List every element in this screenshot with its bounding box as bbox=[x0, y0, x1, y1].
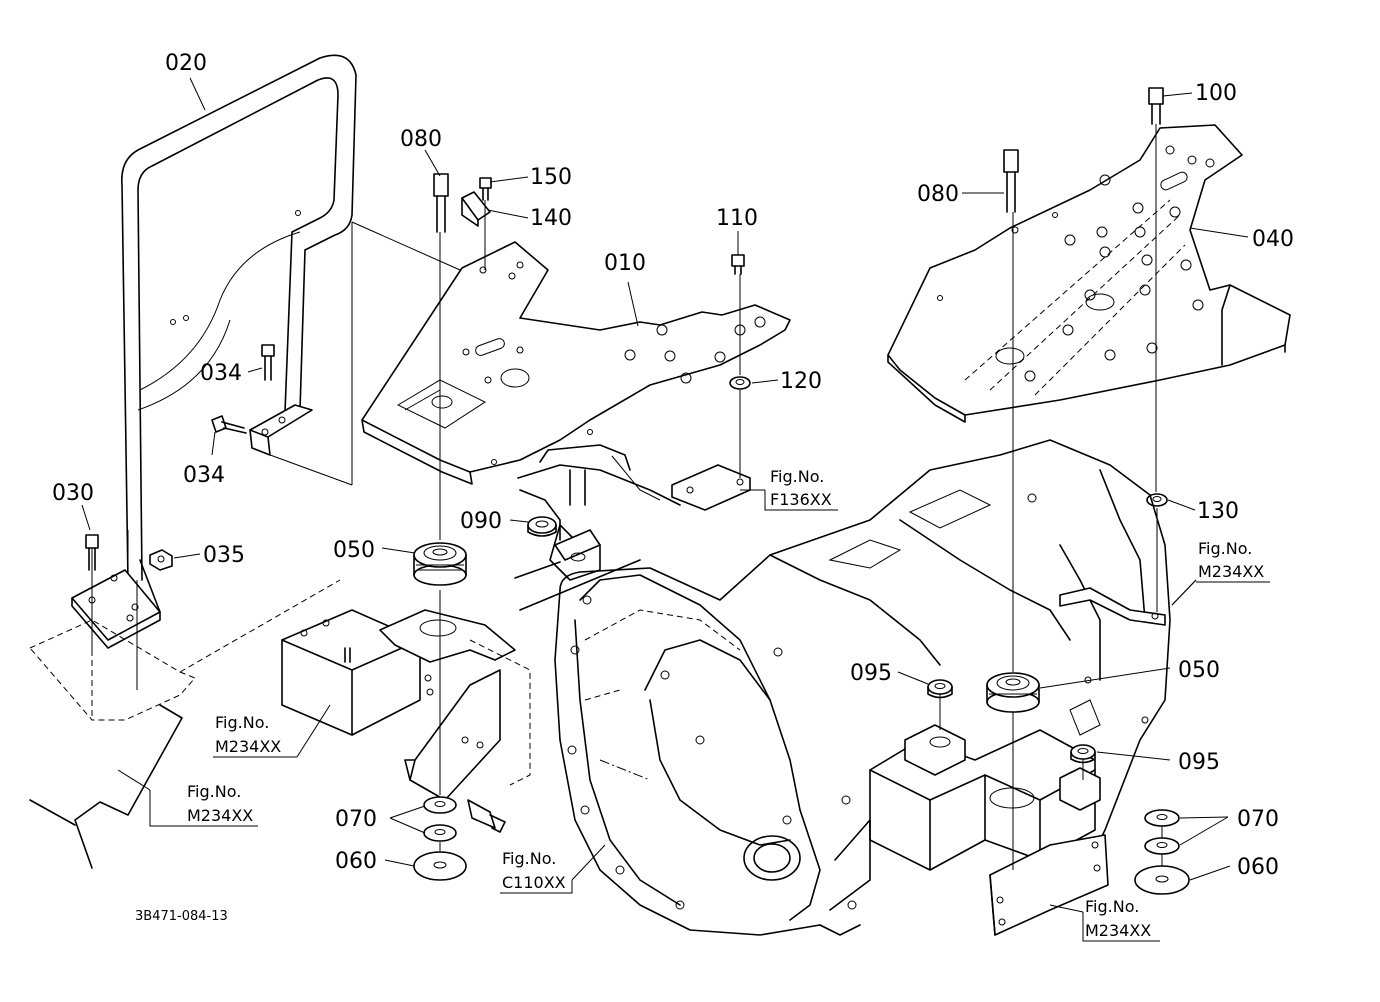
figure-references: Fig.No. F136XX Fig.No. M234XX Fig.No. M2… bbox=[149, 467, 1270, 942]
figref-m234-bottom-line1: Fig.No. bbox=[1085, 897, 1139, 916]
rops-base-plate bbox=[71, 559, 161, 649]
transmission-housing bbox=[554, 439, 1171, 936]
floor-plate-010 bbox=[361, 241, 791, 485]
figref-m234-mid-line1: Fig.No. bbox=[215, 713, 269, 732]
callout-095-right: 095 bbox=[1178, 750, 1220, 775]
callout-035: 035 bbox=[203, 543, 245, 568]
figref-c110-line1: Fig.No. bbox=[502, 849, 556, 868]
bolt-150 bbox=[479, 177, 492, 201]
bolt-100 bbox=[1148, 87, 1164, 125]
callout-070-right: 070 bbox=[1237, 807, 1279, 832]
callout-060-right: 060 bbox=[1237, 855, 1279, 880]
callout-050-right: 050 bbox=[1178, 658, 1220, 683]
figref-m234-bottom-line2: M234XX bbox=[1085, 921, 1151, 940]
callout-080-right: 080 bbox=[917, 182, 959, 207]
rops-mount-ghost bbox=[29, 579, 341, 869]
callout-140: 140 bbox=[530, 206, 572, 231]
rubber-mount-050-right bbox=[986, 672, 1040, 713]
nut-035 bbox=[149, 549, 173, 571]
callout-070-left: 070 bbox=[335, 807, 377, 832]
callout-020: 020 bbox=[165, 51, 207, 76]
callout-030: 030 bbox=[52, 481, 94, 506]
callout-034-upper: 034 bbox=[200, 361, 242, 386]
callout-150: 150 bbox=[530, 165, 572, 190]
callout-120: 120 bbox=[780, 369, 822, 394]
washer-120 bbox=[729, 376, 751, 390]
callout-060-left: 060 bbox=[335, 849, 377, 874]
callout-080-left: 080 bbox=[400, 127, 442, 152]
stud-fitting bbox=[467, 799, 506, 833]
rops-side-bracket bbox=[249, 404, 313, 456]
callout-130: 130 bbox=[1197, 499, 1239, 524]
bolt-034-lower bbox=[211, 415, 247, 434]
washer-070-left bbox=[423, 796, 457, 842]
callout-050-left: 050 bbox=[333, 538, 375, 563]
figref-m234-right-top-line2: M234XX bbox=[1198, 562, 1264, 581]
washer-095-right bbox=[1070, 744, 1096, 764]
callout-100: 100 bbox=[1195, 81, 1237, 106]
bolt-080-left bbox=[433, 173, 449, 233]
callout-090: 090 bbox=[460, 509, 502, 534]
figref-m234-mid-line2: M234XX bbox=[215, 737, 281, 756]
assembly-axis-lines bbox=[91, 124, 1163, 870]
bolt-030 bbox=[85, 534, 99, 571]
diagram-code: 3B471-084-13 bbox=[135, 909, 228, 924]
figref-m234-right-top-line1: Fig.No. bbox=[1198, 539, 1252, 558]
figref-m234-left-line2: M234XX bbox=[187, 806, 253, 825]
rops-frame-020 bbox=[121, 54, 357, 583]
floor-plate-040 bbox=[887, 124, 1291, 423]
figref-c110-line2: C110XX bbox=[502, 873, 566, 892]
callout-110: 110 bbox=[716, 206, 758, 231]
callout-010: 010 bbox=[604, 251, 646, 276]
bolt-080-right bbox=[1003, 149, 1019, 213]
figref-f136-line2: F136XX bbox=[770, 490, 832, 509]
figref-m234-left-line1: Fig.No. bbox=[187, 782, 241, 801]
left-mount-bracket bbox=[281, 609, 531, 801]
f136-fragment bbox=[514, 444, 751, 611]
washer-090 bbox=[527, 516, 557, 537]
callout-040: 040 bbox=[1252, 227, 1294, 252]
bolt-110 bbox=[731, 254, 745, 275]
washer-095-left bbox=[927, 679, 953, 699]
washer-060-left bbox=[413, 851, 467, 881]
figref-f136-line1: Fig.No. bbox=[770, 467, 824, 486]
washer-070-right bbox=[1144, 809, 1180, 855]
bolt-034-upper bbox=[261, 344, 275, 381]
callout-labels: 020 080 150 140 010 110 100 080 040 034 … bbox=[52, 51, 1294, 880]
callout-095-left: 095 bbox=[850, 661, 892, 686]
bracket-140 bbox=[461, 191, 491, 227]
rubber-mount-050-left bbox=[413, 542, 467, 586]
callout-034-lower: 034 bbox=[183, 463, 225, 488]
washer-060-right bbox=[1134, 865, 1190, 895]
